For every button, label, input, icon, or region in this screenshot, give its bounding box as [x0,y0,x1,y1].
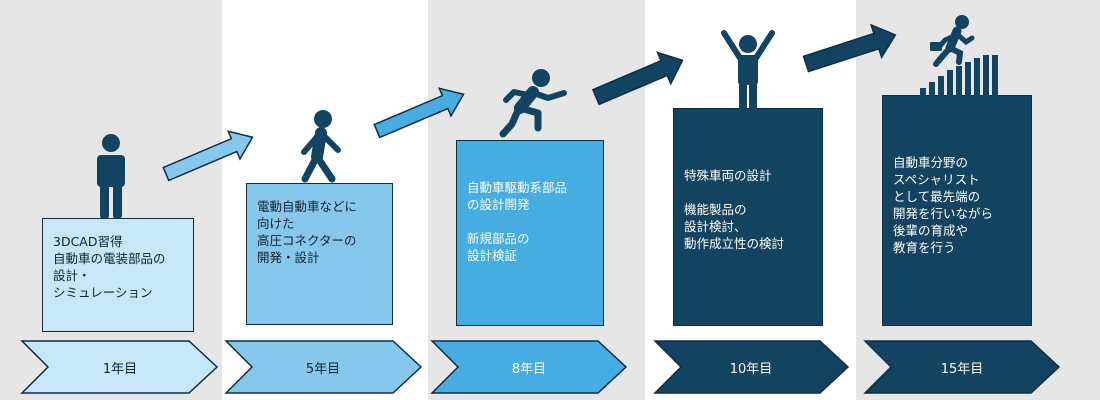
stage-2-year-label: 5年目 [305,362,341,377]
arrow-1-icon [162,130,254,182]
stage-1-chevron [20,340,219,394]
stage-2-chevron [224,340,423,394]
stage-3-chevron [430,340,628,394]
celebrating-person-icon [721,30,775,109]
running-person-icon [499,69,567,138]
stage-3-year-label: 8年目 [511,362,547,377]
stage-5-year-label: 15年目 [940,362,984,377]
stage-4-chevron [653,340,850,394]
stage-1-box: 3DCAD習得 自動車の電装部品の 設計・ シミュレーション [42,218,194,332]
climbing-stairs-person-icon [920,15,998,96]
stage-5-box: 自動車分野の スペシャリスト として最先端の 開発を行いながら 後輩の育成や 教… [882,95,1032,326]
arrow-2-icon [373,87,465,139]
column-bg-1 [0,0,222,400]
stage-4-year-label: 10年目 [729,362,773,377]
arrow-4-icon [802,23,897,73]
standing-person-icon [97,134,125,218]
arrow-3-icon [591,51,684,106]
stage-3-box: 自動車駆動系部品 の設計開発 新規部品の 設計検証 [456,140,604,326]
stage-1-year-label: 1年目 [102,362,138,377]
stage-4-box: 特殊車両の設計 機能製品の 設計検討、 動作成立性の検討 [673,108,823,326]
walking-person-icon [301,110,341,183]
stage-2-box: 電動自動車などに 向けた 高圧コネクターの 開発・設計 [246,183,393,325]
stage-5-chevron [863,340,1061,394]
